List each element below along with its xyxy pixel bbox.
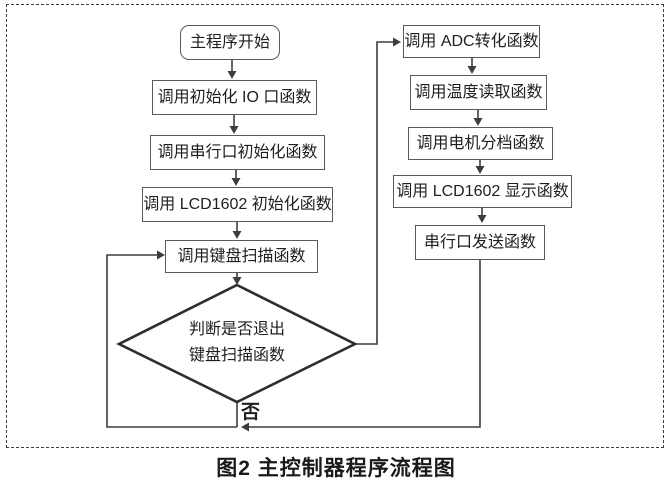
flow-node-lcd-display: 调用 LCD1602 显示函数 [393,175,572,208]
flow-node-lcd-init: 调用 LCD1602 初始化函数 [142,187,333,222]
flow-node-adc-convert: 调用 ADC转化函数 [403,25,540,58]
figure-dashed-frame [6,4,664,448]
arrow-serialinit-to-lcdinit [231,170,241,186]
flow-node-serial-init: 调用串行口初始化函数 [150,135,325,170]
arrow-lcddisplay-to-serialsend [477,208,487,223]
connector-decision-to-adc [355,37,401,345]
arrow-motor-to-lcddisplay [475,160,485,174]
arrow-initio-to-serialinit [229,115,239,134]
arrow-temp-to-motor [473,110,483,126]
connector-serialsend-return [241,260,481,432]
decision-diamond [116,283,358,404]
connector-loopback-to-keyscan [106,250,237,428]
arrow-lcdinit-to-keyscan [232,222,242,239]
flow-node-keyboard-scan: 调用键盘扫描函数 [165,240,318,273]
decision-no-label: 否 [241,402,261,423]
decision-label-line2: 键盘扫描函数 [188,347,285,364]
flow-node-temp-read: 调用温度读取函数 [410,75,547,110]
decision-label-line1: 判断是否退出 [188,321,285,338]
decision-label: 判断是否退出 键盘扫描函数 [167,317,307,369]
flow-node-motor-gear: 调用电机分档函数 [408,127,553,160]
figure-caption: 图2 主控制器程序流程图 [216,457,456,480]
flow-node-init-io: 调用初始化 IO 口函数 [152,80,317,115]
arrow-adc-to-temp [467,58,477,74]
arrow-keyscan-to-decision [232,273,242,285]
arrow-start-to-initio [227,60,237,79]
connector-lines [106,37,487,432]
flow-node-serial-send: 串行口发送函数 [415,225,545,260]
flow-node-main-start: 主程序开始 [180,25,280,60]
